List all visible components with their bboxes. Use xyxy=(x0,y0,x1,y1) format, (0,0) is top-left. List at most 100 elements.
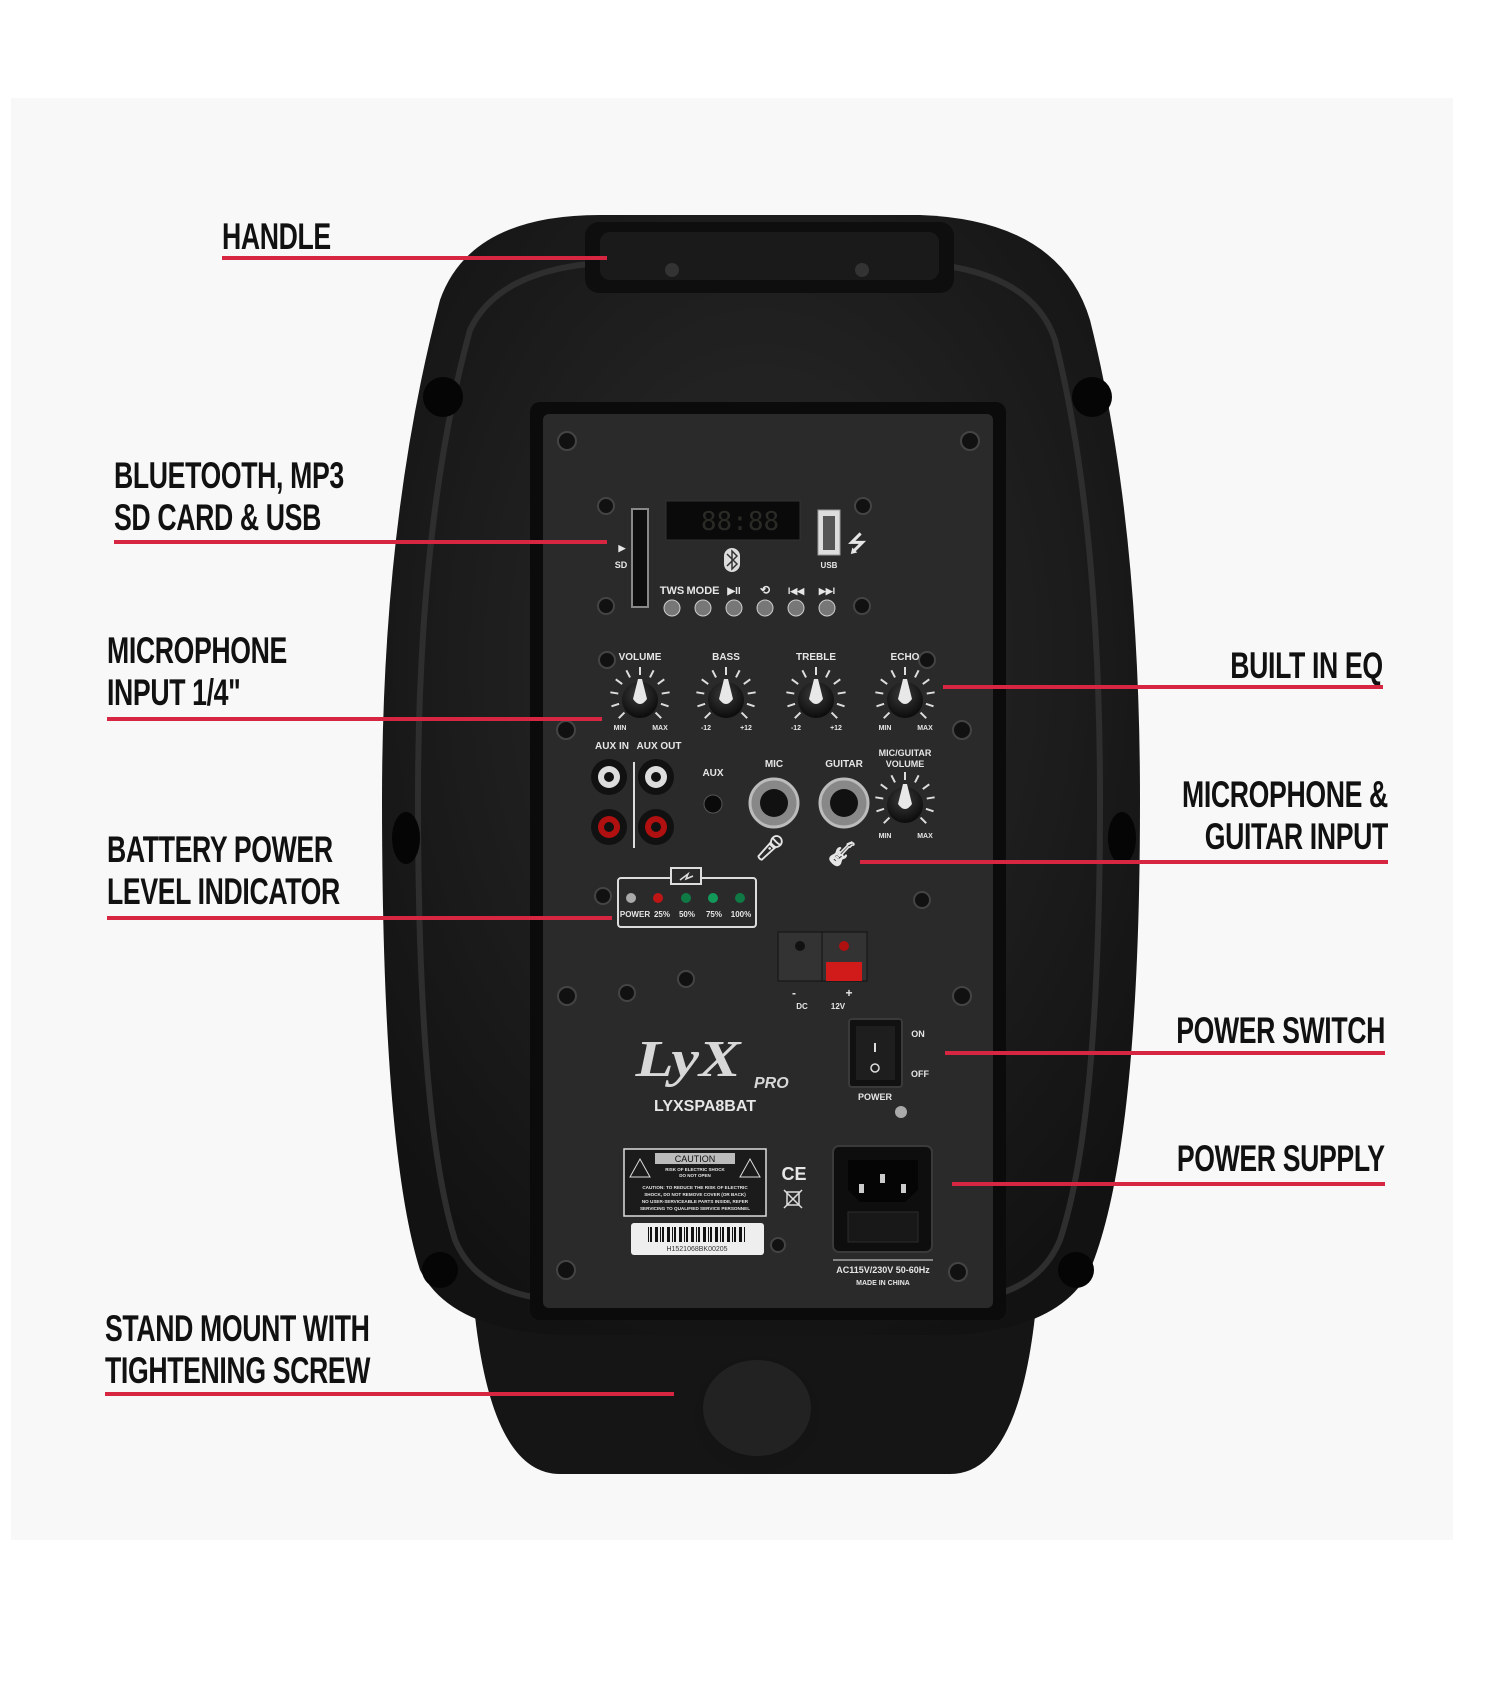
media-buttons: TWS MODE ▶II ⟲ I◀◀ ▶▶I xyxy=(660,583,836,617)
rca-aux-out-red[interactable] xyxy=(638,809,674,845)
power-supply-inlet[interactable]: AC115V/230V 50-60Hz MADE IN CHINA xyxy=(832,1145,933,1287)
barcode-bar xyxy=(708,1227,709,1242)
tick-mark xyxy=(654,711,662,719)
callout-line-mic-guitar xyxy=(860,860,1388,864)
aux-jack[interactable]: AUX xyxy=(702,768,724,814)
callout-text: HANDLE xyxy=(222,216,331,257)
tick-mark xyxy=(833,678,841,685)
rca-aux-in-red[interactable] xyxy=(591,809,627,845)
model-number: LYXSPA8BAT xyxy=(654,1098,756,1115)
knob-treble[interactable]: TREBLE-12+12 xyxy=(786,652,846,732)
led-display: 88:88 xyxy=(665,500,801,541)
mic-label: MIC xyxy=(765,759,783,770)
tick-mark xyxy=(787,702,796,708)
knob-bass[interactable]: BASS-12+12 xyxy=(696,652,756,732)
callout-text: MICROPHONE & xyxy=(1182,774,1388,815)
guitar-jack[interactable]: GUITAR 🎸︎ xyxy=(818,759,870,868)
tick-mark xyxy=(743,678,751,685)
dc-12v-terminal[interactable]: - + DC 12V xyxy=(777,931,868,1011)
handle xyxy=(585,222,954,293)
callout-line-power-supply xyxy=(952,1182,1385,1186)
dc-label: DC xyxy=(796,1002,808,1011)
tick-mark xyxy=(876,702,885,708)
bluetooth-icon xyxy=(724,548,740,572)
level-label: 25% xyxy=(654,910,670,919)
knob-mic-guitar-volume[interactable] xyxy=(875,772,935,824)
barcode-bar xyxy=(710,1227,712,1242)
knob-pointer xyxy=(898,784,912,809)
tick-mark xyxy=(801,669,807,678)
made-in: MADE IN CHINA xyxy=(856,1280,910,1287)
barcode-bar xyxy=(650,1227,652,1242)
rca-aux-in-white[interactable] xyxy=(591,759,627,795)
callout-battery: BATTERY POWER LEVEL INDICATOR xyxy=(107,829,430,913)
power-switch[interactable]: ON OFF POWER xyxy=(848,1018,929,1102)
knob-max-label: MAX xyxy=(917,725,933,732)
lyx-pro-logo: LyX PRO LYXSPA8BAT xyxy=(634,1031,789,1115)
tick-mark xyxy=(875,691,884,695)
rca-aux-out-white[interactable] xyxy=(638,759,674,795)
tick-mark xyxy=(919,816,927,824)
callout-text: BATTERY POWER xyxy=(107,829,333,870)
button-previous[interactable]: I◀◀ xyxy=(787,586,805,617)
led-power xyxy=(626,893,636,903)
aux-out-label: AUX OUT xyxy=(637,741,682,752)
tick-mark xyxy=(697,702,706,708)
dc-plus-label: + xyxy=(845,986,852,1000)
previous-icon: I◀◀ xyxy=(788,586,805,596)
barcode-bar xyxy=(722,1227,724,1242)
tick-mark xyxy=(926,691,935,695)
callout-line-power-switch xyxy=(945,1051,1385,1055)
callout-text: BUILT IN EQ xyxy=(1230,645,1384,686)
tick-mark xyxy=(837,691,846,695)
sd-label: SD xyxy=(615,560,628,570)
usb-label: USB xyxy=(821,561,838,570)
tick-mark xyxy=(830,711,838,719)
barcode-bar xyxy=(720,1227,721,1242)
display-digits: 88:88 xyxy=(701,507,779,537)
weee-bin-icon xyxy=(783,1189,803,1209)
tick-mark xyxy=(925,807,934,813)
knob-label: TREBLE xyxy=(796,652,836,663)
barcode-bar xyxy=(739,1227,742,1242)
mic-jack[interactable]: MIC 🎤︎ xyxy=(748,759,800,862)
button-next[interactable]: ▶▶I xyxy=(818,586,836,617)
button-mode[interactable]: MODE xyxy=(687,585,720,617)
callout-bluetooth: BLUETOOTH, MP3 SD CARD & USB xyxy=(114,455,433,539)
led-75 xyxy=(708,893,718,903)
tick-mark xyxy=(704,711,712,719)
knob-pointer xyxy=(809,679,823,704)
next-icon: ▶▶I xyxy=(818,586,835,596)
aux-in-label: AUX IN xyxy=(595,741,629,752)
tick-mark xyxy=(747,691,756,695)
led-25 xyxy=(653,893,663,903)
tick-mark xyxy=(836,702,845,708)
usb-port[interactable]: USB ⭍ xyxy=(817,509,867,570)
callout-text: TIGHTENING SCREW xyxy=(105,1350,371,1391)
tick-mark xyxy=(735,669,741,678)
callout-mic-guitar: MICROPHONE & GUITAR INPUT xyxy=(1102,774,1388,858)
tick-mark xyxy=(880,783,888,790)
barcode-bar xyxy=(660,1227,661,1242)
panel-screws xyxy=(556,431,980,1282)
button-repeat[interactable]: ⟲ xyxy=(756,583,774,617)
caution-text: SHOCK, DO NOT REMOVE COVER (OR BACK) xyxy=(644,1192,746,1197)
caution-label: CAUTION RISK OF ELECTRIC SHOCK DO NOT OP… xyxy=(623,1148,767,1217)
mic-guitar-volume-labels: MIC/GUITAR VOLUME MIN MAX xyxy=(879,748,934,840)
level-label: POWER xyxy=(620,910,650,919)
ac-rating: AC115V/230V 50-60Hz xyxy=(836,1265,930,1275)
repeat-icon: ⟲ xyxy=(760,583,771,597)
tick-mark xyxy=(919,711,927,719)
tick-mark xyxy=(618,711,626,719)
tick-mark xyxy=(890,669,896,678)
knob-pointer xyxy=(898,679,912,704)
button-play-pause[interactable]: ▶II xyxy=(725,586,743,617)
sd-card-slot[interactable]: ▶ SD xyxy=(615,508,649,608)
button-tws[interactable]: TWS xyxy=(660,585,684,617)
brand-logo: LyX xyxy=(634,1031,742,1088)
